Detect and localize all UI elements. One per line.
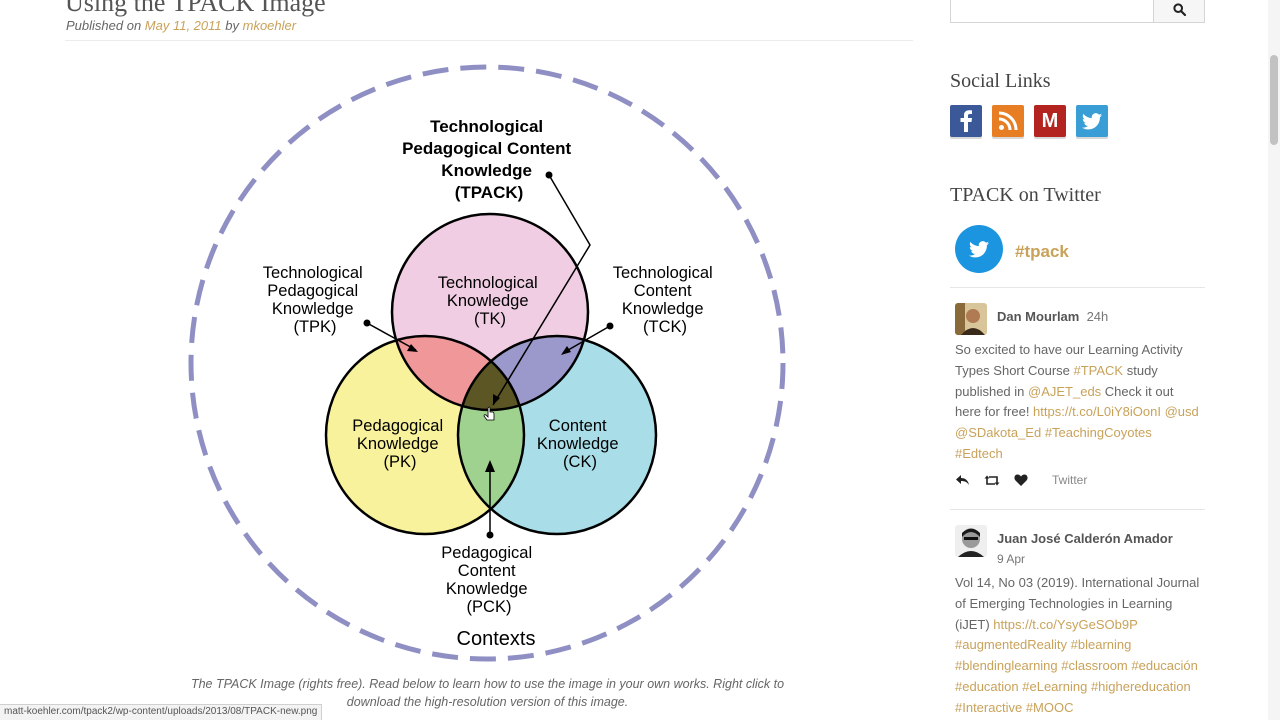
tweet-link[interactable]: https://t.co/YsyGeSOb9P [993, 616, 1138, 632]
tweet-text: So excited to have our Learning Activity… [955, 342, 1199, 461]
image-caption: The TPACK Image (rights free). Read belo… [190, 677, 785, 709]
search-input[interactable] [950, 0, 1154, 23]
tpk-label: Technological Pedagogical Knowledge (TPK… [263, 264, 368, 336]
tweet-divider [950, 509, 1205, 510]
tweet-link[interactable]: #Interactive [955, 699, 1023, 715]
facebook-link[interactable] [950, 105, 982, 137]
post-date-link[interactable]: May 11, 2011 [144, 18, 222, 33]
tweet-link[interactable]: @SDakota_Ed [955, 425, 1042, 441]
tck-pointer [562, 325, 611, 354]
rss-icon [998, 111, 1018, 131]
tweet-link[interactable]: #blendinglearning [955, 658, 1058, 674]
tpack-label: Technological Pedagogical Content Knowle… [402, 117, 576, 202]
retweet-icon[interactable] [984, 475, 1000, 486]
twitter-feed-avatar[interactable] [955, 225, 1003, 273]
tweet-link[interactable]: @AJET_eds [1028, 383, 1102, 399]
by-label: by [221, 18, 243, 33]
social-links: M [950, 105, 1108, 137]
tweet-actions: Twitter [955, 473, 1087, 487]
tpack-region [458, 336, 524, 410]
tweet-link[interactable]: #eLearning [1022, 678, 1088, 694]
tweet-time[interactable]: 9 Apr [997, 552, 1026, 566]
facebook-icon [960, 110, 972, 132]
twitter-bird-icon [969, 240, 989, 257]
tweet-divider [950, 287, 1205, 288]
contexts-label: Contexts [457, 628, 536, 650]
ck-label: Content Knowledge (CK) [537, 417, 623, 471]
tweet-author[interactable]: Juan José Calderón Amador [997, 531, 1173, 546]
social-links-title: Social Links [950, 70, 1051, 92]
m-link[interactable]: M [1034, 105, 1066, 137]
tweet-link[interactable]: #highereducation [1090, 678, 1191, 694]
tweet-link[interactable]: #Edtech [955, 445, 1003, 461]
published-label: Published on [66, 18, 145, 33]
tweet-link[interactable]: #augmentedReality [955, 637, 1068, 653]
rss-link[interactable] [992, 105, 1024, 137]
search-icon [1172, 2, 1186, 16]
tk-label: Technological Knowledge (TK) [438, 274, 543, 328]
tweet-link[interactable]: #educación [1131, 658, 1198, 674]
tweet-time[interactable]: 24h [1086, 309, 1109, 324]
avatar[interactable] [955, 525, 987, 557]
tweet-author[interactable]: Dan Mourlam 24h [997, 309, 1109, 324]
tweet-link[interactable]: #education [955, 678, 1019, 694]
tpack-pointer [492, 174, 591, 406]
tweet-text: Vol 14, No 03 (2019). International Jour… [955, 575, 1200, 715]
tweet-link[interactable]: https://t.co/L0iY8iOonI [1033, 404, 1161, 420]
tpack-diagram[interactable]: Technological Pedagogical Content Knowle… [180, 60, 800, 670]
hand-cursor-icon [483, 406, 495, 421]
tweet-link[interactable]: #TeachingCoyotes [1044, 425, 1152, 441]
tweet-link[interactable]: #MOOC [1025, 699, 1074, 715]
tweet-link[interactable]: #blearning [1070, 637, 1132, 653]
m-icon: M [1041, 109, 1059, 132]
tck-label: Technological Content Knowledge (TCK) [613, 264, 718, 336]
twitter-icon [1082, 112, 1102, 129]
avatar[interactable] [955, 303, 987, 335]
twitter-link[interactable] [1076, 105, 1108, 137]
via-twitter-link[interactable]: Twitter [1052, 473, 1088, 487]
tweet-link[interactable]: #classroom [1061, 658, 1128, 674]
header-divider [65, 40, 913, 41]
status-bar-url: matt-koehler.com/tpack2/wp-content/uploa… [0, 704, 323, 720]
tpk-pointer [366, 322, 417, 351]
like-icon[interactable] [1014, 474, 1028, 486]
pck-label: Pedagogical Content Knowledge (PCK) [441, 544, 536, 616]
hashtag-link[interactable]: #tpack [1015, 242, 1069, 261]
scrollbar-thumb[interactable] [1270, 55, 1278, 145]
search-button[interactable] [1153, 0, 1205, 23]
author-link[interactable]: mkoehler [242, 18, 297, 33]
post-title: Using the TPACK Image [65, 0, 326, 17]
tweet-link[interactable]: #TPACK [1073, 362, 1124, 378]
contexts-ring [188, 64, 786, 662]
scrollbar[interactable] [1268, 0, 1280, 720]
post-meta: Published on May 11, 2011 by mkoehler [66, 18, 296, 33]
reply-icon[interactable] [955, 474, 970, 486]
pk-label: Pedagogical Knowledge (PK) [352, 417, 447, 471]
tweet-link[interactable]: @usd [1164, 404, 1199, 420]
twitter-widget-title: TPACK on Twitter [950, 184, 1101, 206]
